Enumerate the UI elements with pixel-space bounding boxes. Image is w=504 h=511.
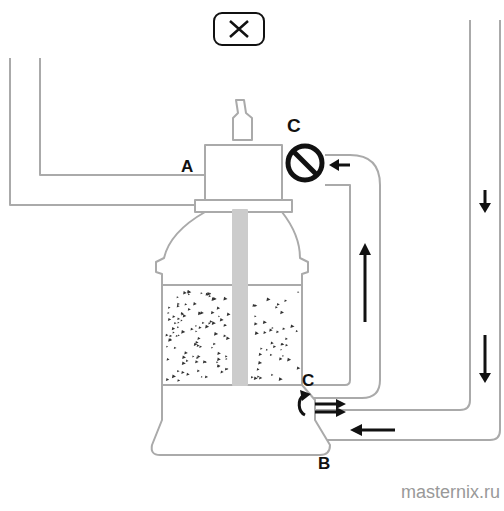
port-label: C — [302, 372, 314, 389]
valve-label: C — [287, 116, 301, 135]
watermark: masternix.ru — [401, 483, 500, 501]
port-label: B — [318, 455, 330, 472]
port-label: A — [181, 158, 193, 175]
